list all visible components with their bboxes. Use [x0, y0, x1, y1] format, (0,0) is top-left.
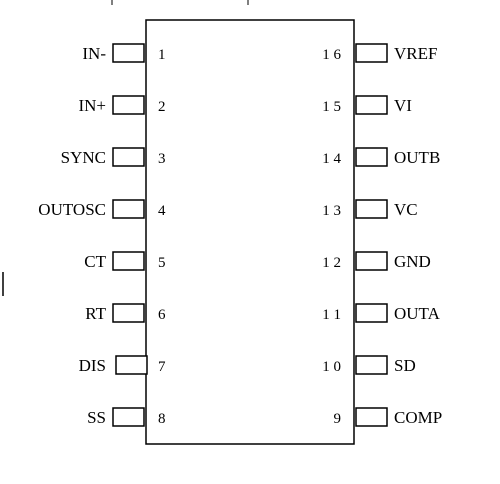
pin-9-lead	[355, 407, 388, 427]
pin-12-lead	[355, 251, 388, 271]
pin-9-name: COMP	[394, 408, 442, 427]
pin-1-number: 1	[158, 47, 166, 63]
pin-8-number: 8	[158, 411, 166, 427]
pin-2-number: 2	[158, 99, 166, 115]
right-pin-column: 1 6 VREF 1 5 VI 1 4 OUTB 1 3 VC 1 2 GND 1 1 OUTA 1 0…	[322, 43, 442, 427]
pin-13-number: 1 3	[322, 203, 341, 219]
pin-13-name: VC	[394, 200, 418, 219]
pin-15-number: 1 5	[322, 99, 341, 115]
pin-10-name: SD	[394, 356, 416, 375]
pin-5-name: CT	[84, 252, 106, 271]
pin-4-name: OUTOSC	[38, 200, 106, 219]
pin-5-lead	[112, 251, 145, 271]
pin-1-name: IN-	[82, 44, 106, 63]
pin-11-number: 1 1	[322, 307, 341, 323]
pin-16-name: VREF	[394, 44, 437, 63]
pin-14-lead	[355, 147, 388, 167]
pin-2-lead	[112, 95, 145, 115]
pin-7-number: 7	[158, 359, 166, 375]
pin-10-number: 1 0	[322, 359, 341, 375]
pin-5-number: 5	[158, 255, 166, 271]
pin-9-number: 9	[334, 411, 342, 427]
pin-1-lead	[112, 43, 145, 63]
pin-4-lead	[112, 199, 145, 219]
pin-3-lead	[112, 147, 145, 167]
pin-2-name: IN+	[78, 96, 106, 115]
pin-4-number: 4	[158, 203, 166, 219]
pin-3-number: 3	[158, 151, 166, 167]
pin-16-number: 1 6	[322, 47, 341, 63]
pin-15-name: VI	[394, 96, 412, 115]
chip-body	[145, 19, 355, 445]
pin-12-number: 1 2	[322, 255, 341, 271]
pin-8-lead	[112, 407, 145, 427]
pin-7-lead	[115, 355, 148, 375]
pin-16-lead	[355, 43, 388, 63]
pin-14-name: OUTB	[394, 148, 440, 167]
pin-6-number: 6	[158, 307, 166, 323]
pin-13-lead	[355, 199, 388, 219]
pin-8-name: SS	[87, 408, 106, 427]
pin-15-lead	[355, 95, 388, 115]
pin-10-lead	[355, 355, 388, 375]
pin-14-number: 1 4	[322, 151, 341, 167]
pin-11-lead	[355, 303, 388, 323]
pin-7-name: DIS	[79, 356, 106, 375]
pin-12-name: GND	[394, 252, 431, 271]
pin-3-name: SYNC	[61, 148, 106, 167]
pin-11-name: OUTA	[394, 304, 441, 323]
pin-6-lead	[112, 303, 145, 323]
pin-6-name: RT	[85, 304, 106, 323]
